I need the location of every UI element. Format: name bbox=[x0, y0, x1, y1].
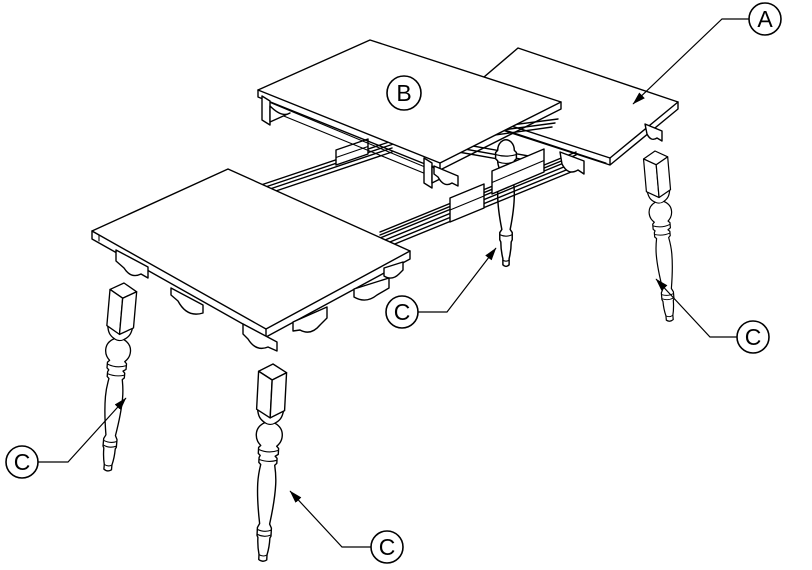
leaf-corner-bracket bbox=[242, 323, 278, 352]
leaf-corner-bracket bbox=[559, 151, 585, 175]
table-leaf-left bbox=[91, 168, 411, 352]
leaf-cleat bbox=[292, 306, 328, 333]
callout-label-b: B bbox=[396, 80, 411, 106]
bracket-gusset bbox=[269, 105, 291, 123]
callout-c-front: C bbox=[289, 490, 404, 564]
leader-line-c-front bbox=[289, 490, 371, 548]
callout-label-c-front: C bbox=[379, 534, 396, 560]
leader-line-a bbox=[632, 18, 749, 105]
leaf-cleat bbox=[115, 249, 149, 279]
callout-label-c-left: C bbox=[14, 449, 31, 475]
callout-balloon-c-back bbox=[385, 295, 419, 329]
leaf-cleat bbox=[170, 287, 204, 315]
leader-line-c-back bbox=[418, 247, 497, 313]
callout-b: B bbox=[386, 75, 422, 111]
leaf-cleat bbox=[383, 261, 404, 279]
leaf-corner-bracket bbox=[261, 95, 271, 126]
leaf-apron bbox=[268, 101, 438, 177]
callout-label-c-right: C bbox=[745, 324, 762, 350]
leaf-cleat bbox=[644, 123, 663, 142]
leader-line-c-left bbox=[38, 397, 127, 463]
callout-c-left: C bbox=[5, 397, 127, 479]
callout-balloon-c-right bbox=[736, 320, 770, 354]
callout-balloon-c-front bbox=[370, 530, 404, 564]
leaf-cleat bbox=[433, 165, 459, 187]
leader-line-c-right bbox=[655, 278, 737, 338]
callout-label-c-back: C bbox=[394, 299, 411, 325]
extension-rails-front bbox=[379, 148, 577, 251]
callout-balloon-a bbox=[748, 2, 782, 36]
leaf-corner-bracket bbox=[423, 157, 433, 189]
callout-c-back: C bbox=[385, 247, 497, 329]
callout-balloon-b bbox=[386, 75, 422, 111]
callout-label-a: A bbox=[757, 6, 773, 32]
callout-a: A bbox=[632, 2, 782, 105]
leaf-cleat bbox=[353, 277, 390, 301]
callout-balloon-c-left bbox=[5, 445, 39, 479]
callout-c-right: C bbox=[655, 278, 770, 354]
